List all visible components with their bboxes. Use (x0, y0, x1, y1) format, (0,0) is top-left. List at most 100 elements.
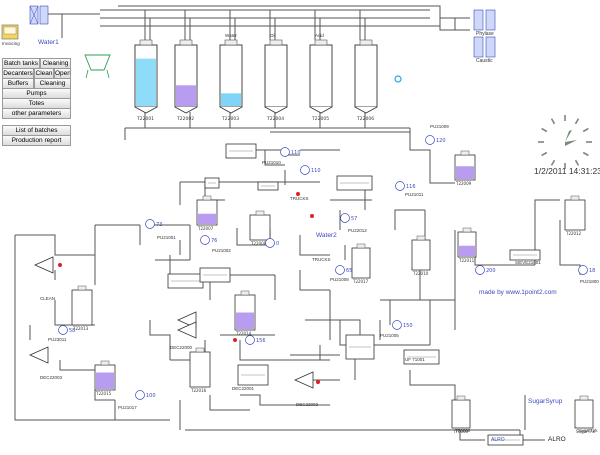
tank-cone (309, 106, 333, 114)
sugar-syrup-label: SugarSyrup (528, 398, 563, 405)
dosing-block[interactable] (257, 181, 279, 191)
production-report-button[interactable]: Production report (2, 135, 71, 146)
tank-id-label: T22016 (190, 388, 207, 393)
tank-t-22013[interactable]: T22013 (71, 285, 93, 331)
tank-id-label: SugarTnk (576, 429, 596, 434)
heat-exchanger-5[interactable] (345, 334, 375, 360)
pump-200[interactable]: 200 (475, 265, 496, 275)
heat-exchanger-4[interactable] (199, 267, 231, 283)
heat-exchanger-3[interactable] (167, 273, 204, 289)
tank-t-22008[interactable]: T22008 (249, 210, 271, 246)
decanter-5[interactable] (177, 321, 197, 339)
heat-exchanger-2[interactable] (336, 175, 373, 191)
pump-156[interactable]: 156 (245, 335, 266, 345)
pump-number: 150 (403, 323, 413, 329)
phylase-dosing-block-2[interactable] (485, 9, 496, 31)
tank-agitator-icon (240, 290, 250, 296)
tank-header-acid: Acid (315, 33, 324, 38)
phylase-label: Phylase (476, 31, 494, 37)
pump-icon (58, 325, 68, 335)
pump-110a[interactable]: 110 (280, 147, 301, 157)
phylase-dosing-block[interactable] (473, 9, 484, 31)
other-parameters-button[interactable]: other parameters (2, 108, 71, 119)
heat-exchanger-1[interactable] (225, 143, 257, 159)
alro-unit[interactable] (487, 434, 524, 446)
batch-tank-t22005[interactable]: T22005 (309, 39, 333, 122)
tank-t-22014[interactable]: T22014 (234, 290, 256, 336)
sieve-unit[interactable] (509, 249, 541, 261)
batch-tank-t22004[interactable]: T22004 (264, 39, 288, 122)
tank-t-22009[interactable]: T22009 (454, 150, 476, 186)
clock-tick (582, 151, 589, 157)
pu-120-label: PU21009 (430, 124, 449, 129)
tank-shell (264, 44, 288, 108)
tank-agitator-icon (462, 227, 472, 233)
pump-58[interactable]: 58 (58, 325, 76, 335)
small-valve-block[interactable] (204, 177, 220, 189)
tank-id-label: T22007 (197, 226, 214, 231)
pump-110b[interactable]: 110 (300, 165, 321, 175)
tank-id-label: T22011 (458, 258, 475, 263)
batch-tank-t22006[interactable]: T22006 (354, 39, 378, 122)
pump-18[interactable]: 18 (578, 265, 596, 275)
pump-116[interactable]: 116 (395, 181, 416, 191)
tank-agitator-icon (255, 210, 265, 216)
pump-120[interactable]: 120 (425, 135, 446, 145)
tank-id-label: T22014 (235, 331, 252, 336)
uf-label: UF 71001 (405, 357, 425, 362)
batch-tank-t22002[interactable]: T22002 (174, 39, 198, 122)
tank-agitator-icon (269, 39, 283, 46)
tank-cone (264, 106, 288, 114)
clean-label: CLEAN (40, 296, 56, 301)
pump-icon (335, 265, 345, 275)
pump-100[interactable]: 100 (135, 390, 156, 400)
heat-exchanger-6[interactable] (237, 364, 269, 386)
pump-icon (135, 390, 145, 400)
decanter-2[interactable] (29, 346, 49, 364)
caustic-dosing-block-2[interactable] (485, 36, 496, 58)
pu-65-label: PU21008 (330, 277, 349, 282)
tank-id-label: T22012 (565, 231, 582, 236)
tank-t-22010[interactable]: T22010 (411, 235, 431, 276)
decanter-4[interactable] (294, 371, 314, 389)
tank-t-22015[interactable]: T22015 (94, 360, 116, 396)
pump-65[interactable]: 65 (335, 265, 353, 275)
tank-t-22012[interactable]: T22012 (564, 195, 586, 236)
tank-cone (219, 106, 243, 114)
tank-t-22017[interactable]: T22017 (351, 243, 371, 284)
pump-icon (300, 165, 310, 175)
tank-header-oil: Oil (270, 33, 276, 38)
water1-valve-body-2[interactable] (39, 5, 49, 25)
tank-shell (351, 247, 371, 279)
pump-150[interactable]: 150 (392, 320, 413, 330)
valve-symbol-icon (29, 5, 39, 25)
tank-t-22016[interactable]: T22016 (189, 347, 211, 393)
decanter-1[interactable] (34, 256, 54, 274)
pu-100-label: PU21017 (118, 405, 137, 410)
pump-icon (245, 335, 255, 345)
tank-t-22011[interactable]: T22011 (457, 227, 477, 263)
pump-73[interactable]: 73 (145, 219, 163, 229)
water2-label: Water2 (316, 232, 337, 239)
tank-t-boiler[interactable]: T70000 (451, 395, 471, 434)
pump-57[interactable]: 57 (340, 213, 358, 223)
batch-tank-t22003[interactable]: T22003 (219, 39, 243, 122)
tank-t-22007[interactable]: T22007 (196, 195, 218, 231)
hopper[interactable] (84, 54, 111, 79)
pump-number: 110 (291, 150, 301, 156)
pump-0[interactable]: 0 (265, 238, 280, 248)
batch-tank-t22001[interactable]: T22001 (134, 39, 158, 122)
pump-number: 200 (486, 268, 496, 274)
tank-t-sugar[interactable]: SugarTnk (574, 395, 596, 434)
caustic-dosing-block[interactable] (473, 36, 484, 58)
tank-agitator-icon (579, 395, 589, 401)
pump-number: 58 (69, 328, 75, 334)
dec4-label: DEC22001 (232, 386, 255, 391)
pump-76[interactable]: 76 (200, 235, 218, 245)
tank-shell (574, 399, 594, 429)
batch-tanks-group: T22001 T22002 T22003 T22004 T22005 T22006 (134, 39, 378, 122)
pump-number: 57 (351, 216, 357, 222)
clock-hour-hand (565, 130, 572, 142)
uf-unit[interactable] (403, 349, 440, 365)
